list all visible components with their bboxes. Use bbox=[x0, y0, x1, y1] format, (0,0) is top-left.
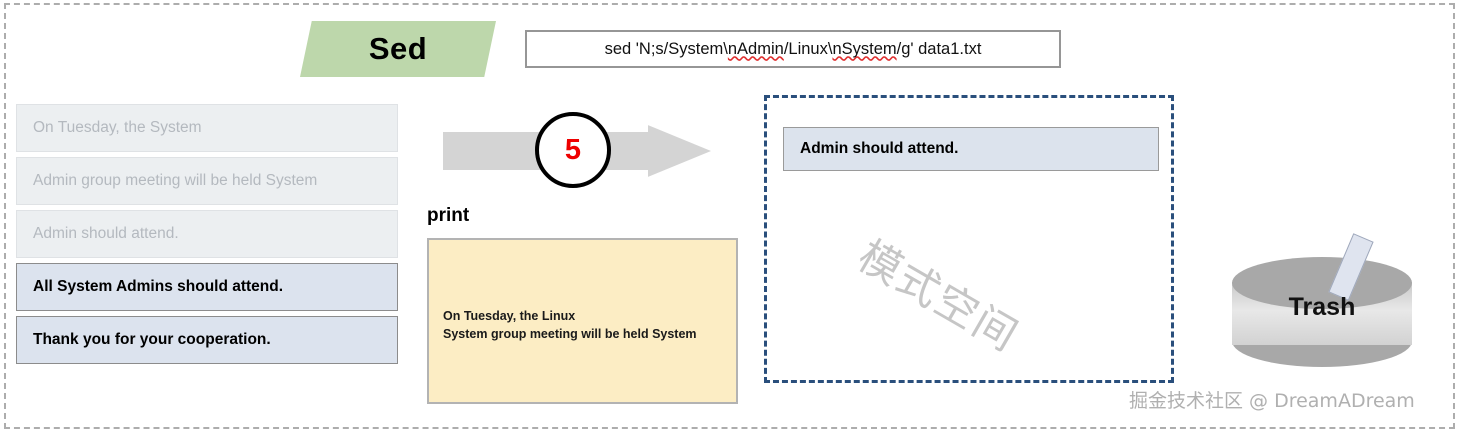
trash-can-opening bbox=[1232, 257, 1412, 309]
command-suffix: /g' data1.txt bbox=[896, 39, 982, 58]
input-line: Thank you for your cooperation. bbox=[16, 316, 398, 364]
pattern-space-watermark: 模式空间 bbox=[850, 230, 1027, 362]
trash-can-icon: Trash bbox=[1232, 233, 1412, 367]
step-number-badge: 5 bbox=[535, 112, 611, 188]
print-output-box: On Tuesday, the Linux System group meeti… bbox=[427, 238, 738, 404]
command-misspelled-system: nSystem bbox=[832, 39, 897, 58]
pattern-space-line-text: Admin should attend. bbox=[800, 140, 959, 157]
pattern-space-box: Admin should attend. 模式空间 bbox=[764, 95, 1174, 383]
command-text: sed 'N;s/System\nAdmin/Linux\nSystem/g' … bbox=[605, 40, 982, 59]
print-output-text: On Tuesday, the Linux System group meeti… bbox=[443, 309, 697, 341]
input-line-text: Thank you for your cooperation. bbox=[33, 331, 271, 348]
flow-arrow-icon: 5 bbox=[443, 112, 711, 188]
command-middle: /Linux\ bbox=[783, 39, 833, 58]
input-line: Admin should attend. bbox=[16, 210, 398, 258]
command-box: sed 'N;s/System\nAdmin/Linux\nSystem/g' … bbox=[525, 30, 1061, 68]
arrow-head bbox=[648, 125, 711, 177]
input-line-text: Admin should attend. bbox=[33, 225, 179, 242]
input-line: All System Admins should attend. bbox=[16, 263, 398, 311]
input-file-list: On Tuesday, the System Admin group meeti… bbox=[16, 104, 398, 369]
sed-tag-parallelogram bbox=[300, 21, 496, 77]
input-line-text: On Tuesday, the System bbox=[33, 119, 202, 136]
sed-tool-tag: Sed bbox=[300, 21, 496, 77]
input-line: Admin group meeting will be held System bbox=[16, 157, 398, 205]
trash-label: Trash bbox=[1288, 293, 1356, 321]
pattern-space-line: Admin should attend. bbox=[783, 127, 1159, 171]
input-line-text: Admin group meeting will be held System bbox=[33, 172, 318, 189]
command-misspelled-admin: nAdmin bbox=[727, 39, 784, 58]
input-line-text: All System Admins should attend. bbox=[33, 278, 284, 295]
step-number-text: 5 bbox=[564, 133, 582, 166]
input-line: On Tuesday, the System bbox=[16, 104, 398, 152]
print-label: print bbox=[427, 205, 470, 226]
sed-tag-label: Sed bbox=[368, 31, 428, 66]
site-watermark: 掘金技术社区 @ DreamADream bbox=[1129, 390, 1415, 412]
command-prefix: sed 'N;s/System\ bbox=[604, 39, 728, 58]
